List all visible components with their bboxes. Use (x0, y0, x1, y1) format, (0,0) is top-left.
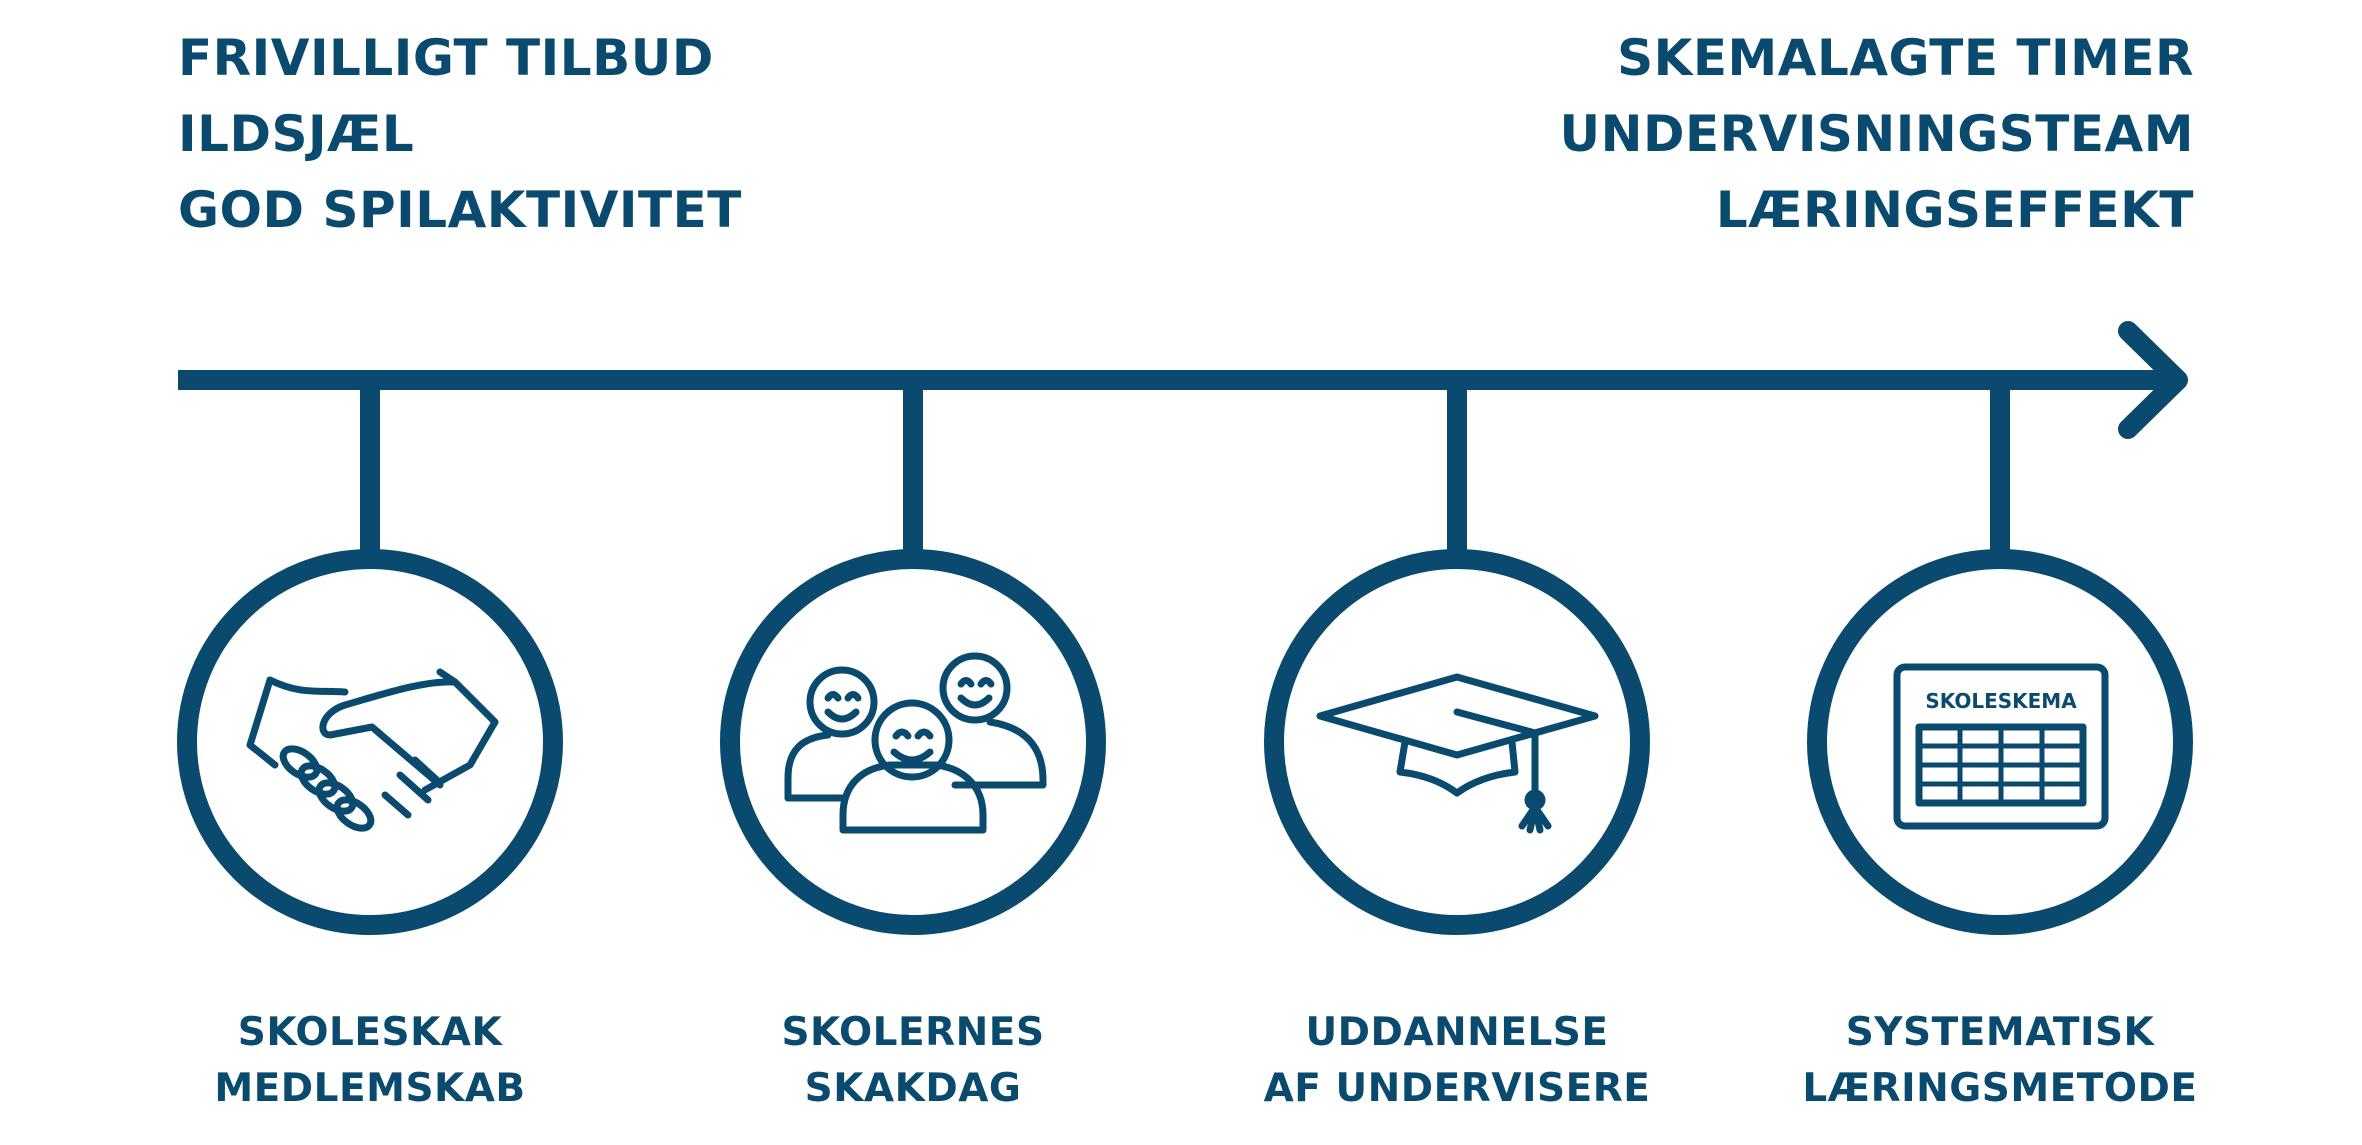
milestone-circle (1807, 549, 2193, 935)
left-heading-list: FRIVILLIGT TILBUD ILDSJÆL GOD SPILAKTIVI… (178, 20, 742, 248)
milestone-label-line: LÆRINGSMETODE (1802, 1066, 2198, 1111)
left-heading-item: ILDSJÆL (178, 105, 415, 163)
left-heading-item: FRIVILLIGT TILBUD (178, 29, 714, 87)
milestone-label-line: SKAKDAG (804, 1066, 1022, 1111)
right-heading-list: SKEMALAGTE TIMER UNDERVISNINGSTEAM LÆRIN… (1560, 20, 2194, 248)
milestone-circle (720, 549, 1106, 935)
right-heading-item: UNDERVISNINGSTEAM (1559, 105, 2194, 163)
milestone-circle (1264, 549, 1650, 935)
milestone-label-teacher-training: UDDANNELSE AF UNDERVISERE (1197, 1005, 1717, 1117)
left-heading-item: GOD SPILAKTIVITET (178, 181, 742, 239)
milestone-label-line: MEDLEMSKAB (214, 1066, 526, 1111)
right-heading-item: LÆRINGSEFFEKT (1715, 181, 2194, 239)
milestone-label-chess-day: SKOLERNES SKAKDAG (653, 1005, 1173, 1117)
schedule-icon-label: SKOLESKEMA (1925, 689, 2077, 713)
milestone-label-line: SYSTEMATISK (1845, 1010, 2155, 1055)
smiling-group-icon (784, 652, 1047, 834)
milestone-circle (177, 549, 563, 935)
arrow-head-icon (2118, 321, 2188, 439)
milestone-label-learning-method: SYSTEMATISK LÆRINGSMETODE (1740, 1005, 2260, 1117)
milestone-label-line: UDDANNELSE (1305, 1010, 1609, 1055)
milestone-label-line: AF UNDERVISERE (1263, 1066, 1651, 1111)
milestone-label-line: SKOLERNES (781, 1010, 1045, 1055)
graduation-cap-icon (1316, 673, 1599, 834)
milestone-label-membership: SKOLESKAK MEDLEMSKAB (110, 1005, 630, 1117)
handshake-icon (246, 668, 499, 832)
right-heading-item: SKEMALAGTE TIMER (1617, 29, 2194, 87)
milestone-label-line: SKOLESKAK (237, 1010, 503, 1055)
schedule-icon: SKOLESKEMA (1893, 663, 2109, 830)
